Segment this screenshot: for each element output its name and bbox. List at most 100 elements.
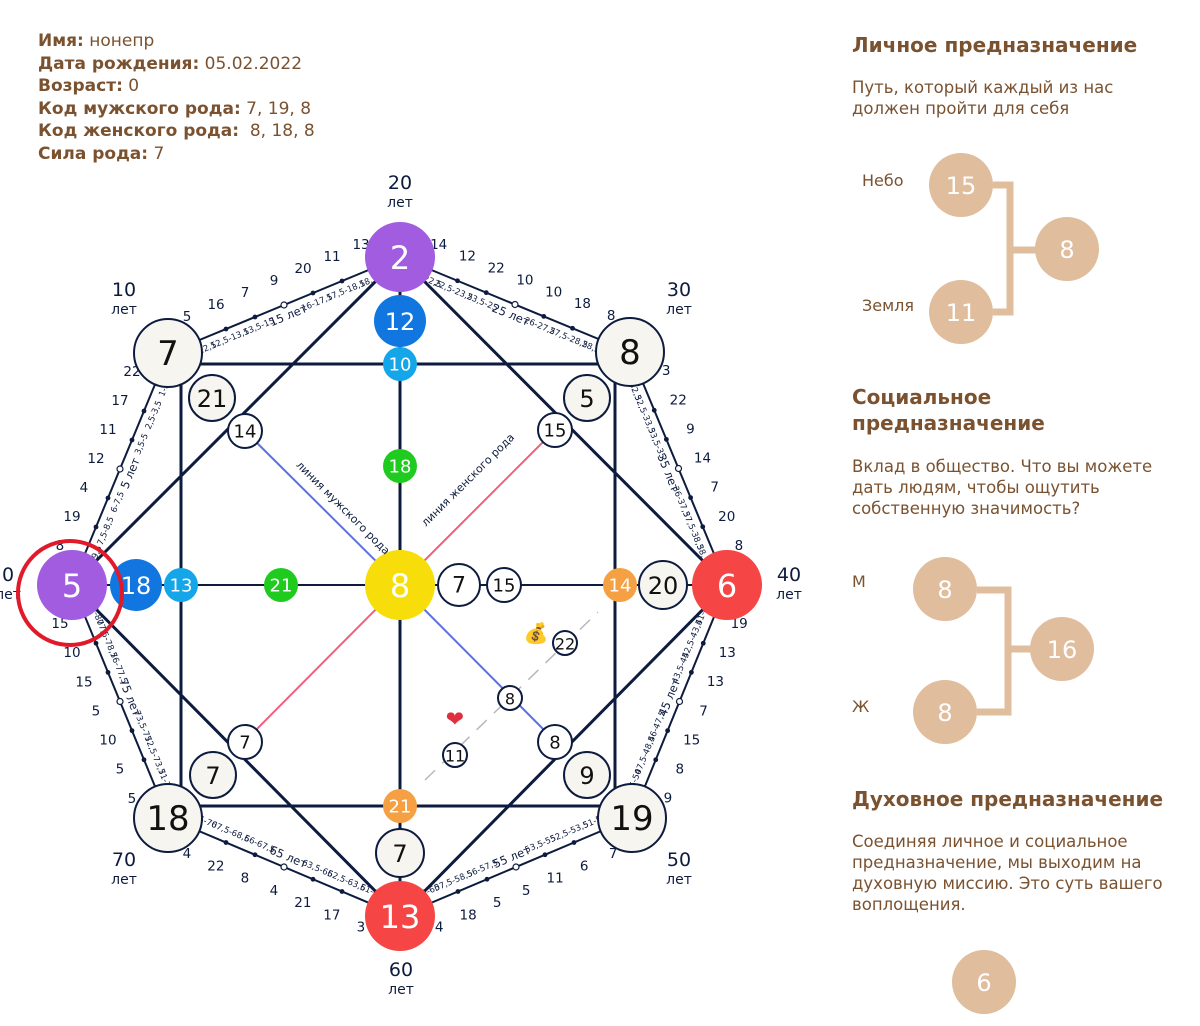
top-inner-2: 10 [383, 347, 417, 381]
age-point [339, 278, 345, 284]
age-point [280, 863, 288, 871]
tl-inner-1-value: 21 [197, 385, 228, 413]
age-energy-value: 18 [460, 907, 477, 923]
tr-inner-1-value: 5 [579, 385, 594, 413]
age-range-label: 3,5-5 [133, 432, 151, 456]
top-node: 2 [365, 222, 435, 292]
age-point [339, 889, 345, 894]
age-point [116, 697, 124, 706]
age-point [455, 278, 460, 284]
age-energy-value: 5 [183, 309, 192, 325]
f-label: Ж [852, 697, 870, 716]
age-point [223, 326, 229, 332]
personal-sum-circle-value: 8 [1059, 236, 1074, 264]
highlight-circle [16, 539, 124, 647]
power-row: Сила рода: 7 [38, 143, 315, 166]
age-energy-value: 20 [718, 509, 735, 525]
age-energy-value: 9 [664, 791, 673, 807]
female-code-row: Код женского рода: 8, 18, 8 [38, 120, 315, 143]
right-node: 6 [692, 550, 762, 620]
age-energy-value: 10 [516, 272, 533, 288]
age-point [129, 728, 135, 734]
sky-label: Небо [862, 171, 904, 190]
age-energy-value: 5 [128, 791, 137, 807]
br-inner-2: 8 [537, 724, 573, 760]
center-right-2-value: 15 [493, 576, 516, 597]
female-line-label: линия женского рода [419, 431, 517, 529]
age-energy-value: 8 [735, 538, 744, 554]
right-node-value: 6 [717, 567, 737, 605]
age-energy-value: 9 [270, 273, 279, 289]
age-point [484, 876, 490, 882]
left-inner-1-value: 18 [121, 572, 152, 600]
age-energy-value: 22 [488, 261, 505, 277]
age-point [105, 495, 111, 501]
bl-inner-1-value: 7 [205, 762, 220, 790]
age-point [675, 697, 684, 706]
money-node-value: 22 [555, 635, 575, 654]
age-point [512, 863, 520, 871]
left-inner-1: 18 [110, 559, 162, 611]
bottom-node: 13 [365, 881, 435, 951]
ages-30-label: 30 [667, 279, 691, 301]
f-circle-value: 8 [937, 699, 952, 727]
ages-20-unit: лет [387, 195, 413, 211]
personal-title: Личное предназначение [852, 33, 1138, 57]
corner-bottom-left-value: 18 [146, 799, 189, 839]
f-circle: 8 [913, 680, 977, 744]
center-right-1: 7 [437, 563, 481, 607]
top-inner-1: 12 [374, 295, 426, 347]
age-point [700, 640, 706, 646]
diag-mid-node: 8 [497, 685, 523, 711]
age-energy-value: 15 [683, 732, 700, 748]
age-energy-value: 21 [294, 895, 311, 911]
male-code-row: Код мужского рода: 7, 19, 8 [38, 98, 315, 121]
corner-top-left-value: 7 [157, 334, 179, 374]
age-energy-value: 4 [183, 846, 192, 862]
age-energy-value: 15 [75, 674, 92, 690]
spiritual-circle-value: 6 [976, 969, 991, 997]
age-energy-value: 8 [676, 762, 685, 778]
male-line-label: линия мужского рода [294, 459, 393, 558]
age-energy-value: 3 [662, 363, 671, 379]
age-energy-value: 17 [111, 393, 128, 409]
age-energy-value: 16 [207, 297, 224, 313]
bl-inner-2: 7 [227, 724, 263, 760]
tl-inner-1: 21 [188, 374, 236, 422]
ages-50-label: 50 [667, 849, 691, 871]
tr-inner-1: 5 [563, 374, 611, 422]
male-line [244, 430, 401, 586]
ages-50-unit: лет [666, 872, 692, 888]
age-point [223, 840, 229, 845]
ages-70-unit: лет [111, 872, 137, 888]
age-energy-value: 22 [207, 858, 224, 874]
center-node-value: 8 [390, 567, 410, 605]
age-range-label: 6-7,5 [109, 490, 127, 514]
female-code-value: 8, 18, 8 [244, 121, 315, 142]
age-point [700, 524, 706, 530]
sky-circle-value: 15 [946, 172, 977, 200]
center-right-1-value: 7 [452, 574, 466, 599]
name-row: Имя: нонепр [38, 30, 315, 53]
age-point [252, 314, 258, 320]
center-node: 8 [365, 550, 435, 620]
name-value: нонепр [89, 31, 155, 51]
ages-10-label: 10 [112, 279, 136, 301]
money-icon: 💰 [524, 621, 549, 645]
personal-bracket [993, 181, 1014, 316]
age-point [129, 437, 135, 443]
love-node: 11 [442, 742, 468, 768]
age-energy-value: 13 [352, 237, 369, 253]
age-energy-value: 4 [270, 883, 279, 899]
age-energy-value: 11 [547, 871, 564, 887]
heart-icon: ❤ [446, 708, 464, 733]
social-sum-circle-value: 16 [1047, 636, 1078, 664]
age-energy-value: 18 [574, 296, 591, 312]
br-inner-2-value: 8 [549, 733, 560, 754]
age-energy-value: 10 [545, 284, 562, 300]
tl-inner-2: 14 [227, 413, 263, 449]
social-bracket [977, 586, 1012, 716]
age-energy-value: 13 [707, 674, 724, 690]
ages-10-unit: лет [111, 302, 137, 318]
